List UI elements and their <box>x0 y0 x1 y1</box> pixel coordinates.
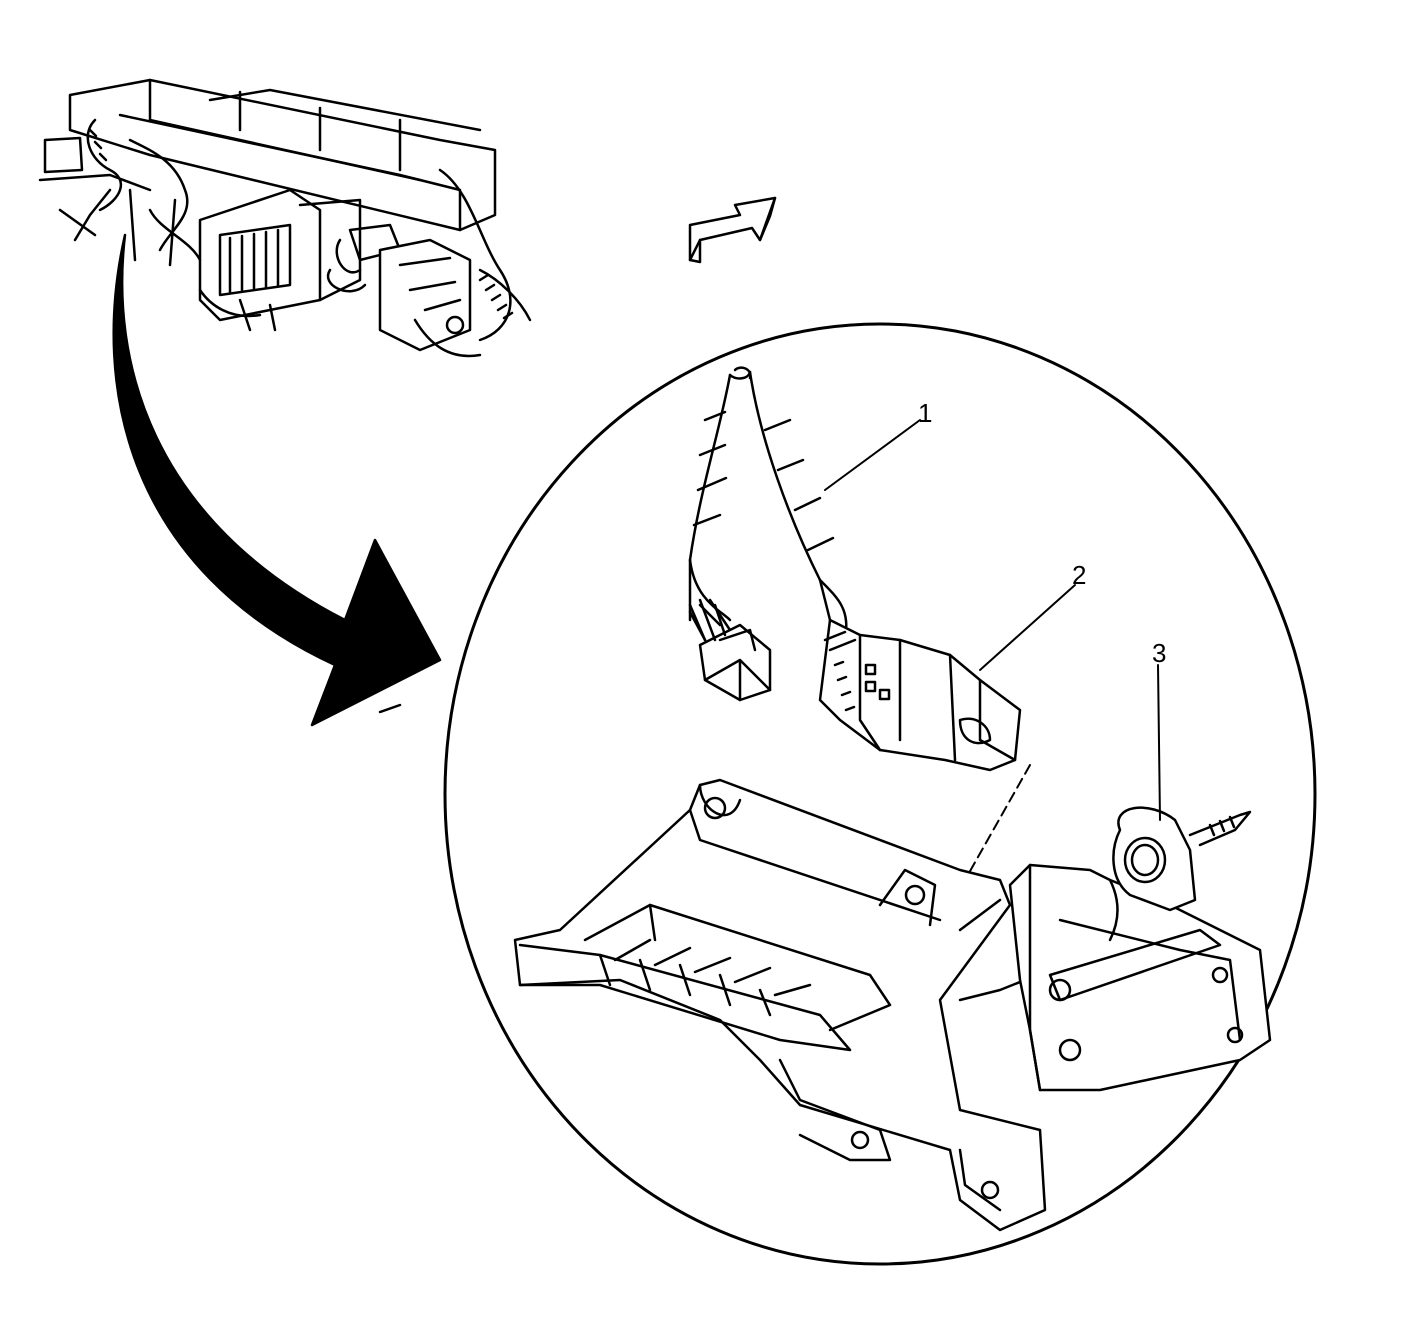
front-direction-arrow <box>688 196 777 264</box>
wiring-harness <box>688 366 848 642</box>
install-alignment-line <box>964 764 1031 881</box>
callout-2-leader <box>979 584 1076 671</box>
callout-1-leader <box>824 419 921 491</box>
mounting-bracket <box>513 778 1102 1232</box>
side-bracket <box>1008 863 1272 1092</box>
callout-1-label: 1 <box>918 398 933 428</box>
callout-2-label: 2 <box>1072 560 1087 590</box>
mounting-bolt <box>1112 806 1252 912</box>
zoom-pointer-arrow <box>112 233 442 727</box>
module-connector <box>818 618 1022 772</box>
harness-small-connector <box>688 598 772 702</box>
callout-3-leader <box>1157 664 1161 821</box>
callout-3-label: 3 <box>1152 638 1167 668</box>
instrument-panel-overview <box>38 78 532 358</box>
